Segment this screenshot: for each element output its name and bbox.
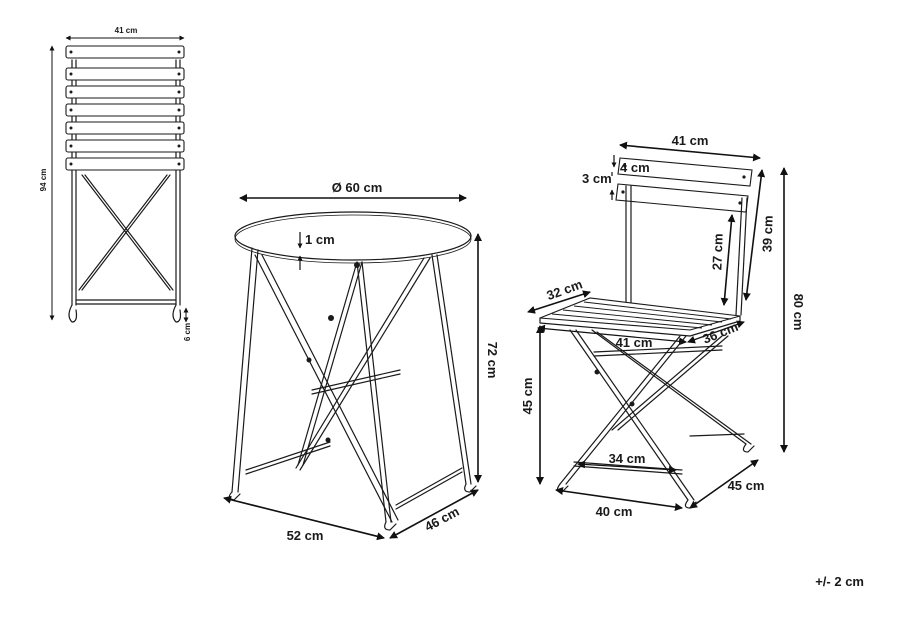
folded-chair-width-label: 41 cm	[115, 26, 138, 35]
chair-seat-depth-label: 32 cm	[545, 276, 585, 303]
bistro-chair: 41 cm 4 cm 3 cm 27 cm 39 cm 80 cm	[520, 133, 806, 519]
tolerance-note: +/- 2 cm	[815, 574, 864, 589]
chair-backrest-height-label: 27 cm	[709, 233, 725, 270]
folded-chair-foot-label: 6 cm	[183, 323, 192, 341]
chair-base-width-label: 40 cm	[596, 504, 633, 519]
table-base-width-label: 52 cm	[287, 528, 324, 543]
chair-seat-width-label: 41 cm	[616, 335, 653, 350]
table-height-label: 72 cm	[485, 342, 500, 379]
table-diameter-label: Ø 60 cm	[332, 180, 383, 195]
folded-chair-slats	[65, 45, 185, 171]
chair-seat-height-label: 45 cm	[520, 378, 535, 415]
chair-leg-span-label: 34 cm	[609, 451, 646, 466]
chair-back-total-label: 39 cm	[759, 215, 775, 252]
bistro-table: Ø 60 cm 1 cm	[223, 180, 500, 543]
chair-base-depth-label: 45 cm	[728, 478, 765, 493]
chair-slat-height-label: 3 cm	[582, 171, 612, 186]
chair-slat-gap-label: 4 cm	[620, 160, 650, 175]
table-base-depth-label: 46 cm	[422, 504, 462, 535]
folded-chair: 41 cm 94 cm	[39, 26, 192, 341]
chair-total-height-label: 80 cm	[791, 294, 806, 331]
table-top-thickness-label: 1 cm	[305, 232, 335, 247]
folded-chair-height-label: 94 cm	[39, 169, 48, 192]
chair-back-width-label: 41 cm	[672, 133, 709, 148]
